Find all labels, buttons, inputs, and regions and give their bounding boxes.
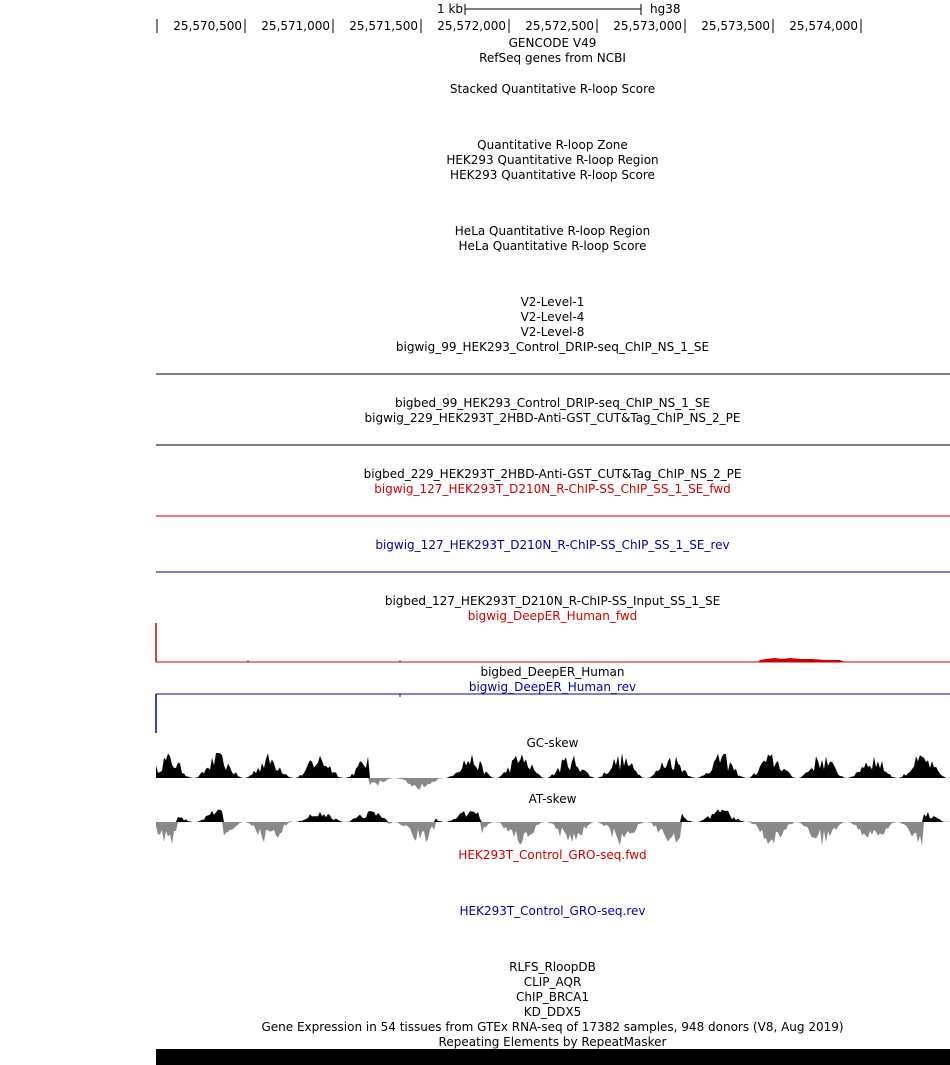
ruler-tick-label: 25,571,500 (349, 19, 418, 33)
track-deeper-fwd[interactable]: bigwig_DeepER_Human_fwd (467, 609, 638, 623)
track-bigbed-229[interactable]: bigbed_229_HEK293T_2HBD-Anti-GST_CUT&Tag… (363, 467, 742, 481)
track-v2-level-1[interactable]: V2-Level-1 (520, 295, 585, 309)
track-deeper-bed[interactable]: bigbed_DeepER_Human (480, 665, 625, 679)
at-skew-signal (156, 809, 950, 846)
track-bigwig-127-rev[interactable]: bigwig_127_HEK293T_D210N_R-ChIP-SS_ChIP_… (375, 538, 730, 552)
track-hela-region[interactable]: HeLa Quantitative R-loop Region (454, 224, 651, 238)
track-v2-level-4[interactable]: V2-Level-4 (520, 310, 585, 324)
ruler-tick-label: 25,572,000 (437, 19, 506, 33)
repeatmasker-bar (156, 1049, 950, 1065)
deeper-fwd-signal (155, 623, 950, 663)
track-stacked-rloop[interactable]: Stacked Quantitative R-loop Score (449, 82, 656, 96)
track-kd-ddx5[interactable]: KD_DDX5 (523, 1005, 582, 1019)
ruler-tick-label: 25,573,000 (613, 19, 682, 33)
assembly-label: hg38 (650, 2, 681, 16)
ruler-tick-label: 25,574,000 (789, 19, 858, 33)
track-bigwig-99[interactable]: bigwig_99_HEK293_Control_DRIP-seq_ChIP_N… (395, 340, 710, 354)
ruler-tick-label: 25,572,500 (525, 19, 594, 33)
ruler-tick-label: 25,573,500 (701, 19, 770, 33)
ruler-tick-label: 25,571,000 (261, 19, 330, 33)
track-clip-aqr[interactable]: CLIP_AQR (523, 975, 582, 989)
track-hela-score[interactable]: HeLa Quantitative R-loop Score (458, 239, 647, 253)
track-bigbed-127[interactable]: bigbed_127_HEK293T_D210N_R-ChIP-SS_Input… (384, 594, 721, 608)
track-hek-score[interactable]: HEK293 Quantitative R-loop Score (450, 168, 655, 182)
scale-length-label: 1 kb (437, 2, 464, 16)
track-at-skew[interactable]: AT-skew (528, 792, 577, 806)
track-bigwig-127-fwd[interactable]: bigwig_127_HEK293T_D210N_R-ChIP-SS_ChIP_… (374, 482, 731, 496)
track-refseq[interactable]: RefSeq genes from NCBI (479, 51, 626, 65)
track-deeper-rev[interactable]: bigwig_DeepER_Human_rev (468, 680, 637, 694)
track-gtex[interactable]: Gene Expression in 54 tissues from GTEx … (261, 1020, 844, 1034)
deeper-rev-signal (155, 693, 950, 733)
track-bigwig-229[interactable]: bigwig_229_HEK293T_2HBD-Anti-GST_CUT&Tag… (364, 411, 741, 425)
track-gro-rev[interactable]: HEK293T_Control_GRO-seq.rev (459, 904, 646, 918)
track-gc-skew[interactable]: GC-skew (526, 736, 579, 750)
track-hek-region[interactable]: HEK293 Quantitative R-loop Region (446, 153, 659, 167)
track-bigbed-99[interactable]: bigbed_99_HEK293_Control_DRIP-seq_ChIP_N… (394, 396, 711, 410)
track-chip-brca1[interactable]: ChIP_BRCA1 (516, 990, 589, 1004)
track-rlfs[interactable]: RLFS_RloopDB (509, 960, 596, 974)
ruler-tick-label: 25,570,500 (173, 19, 242, 33)
track-repeatmasker[interactable]: Repeating Elements by RepeatMasker (438, 1035, 667, 1049)
track-gro-fwd[interactable]: HEK293T_Control_GRO-seq.fwd (458, 848, 647, 862)
track-rloop-zone[interactable]: Quantitative R-loop Zone (477, 138, 628, 152)
track-v2-level-8[interactable]: V2-Level-8 (520, 325, 585, 339)
gc-skew-signal (156, 753, 950, 790)
track-gencode[interactable]: GENCODE V49 (508, 36, 597, 50)
